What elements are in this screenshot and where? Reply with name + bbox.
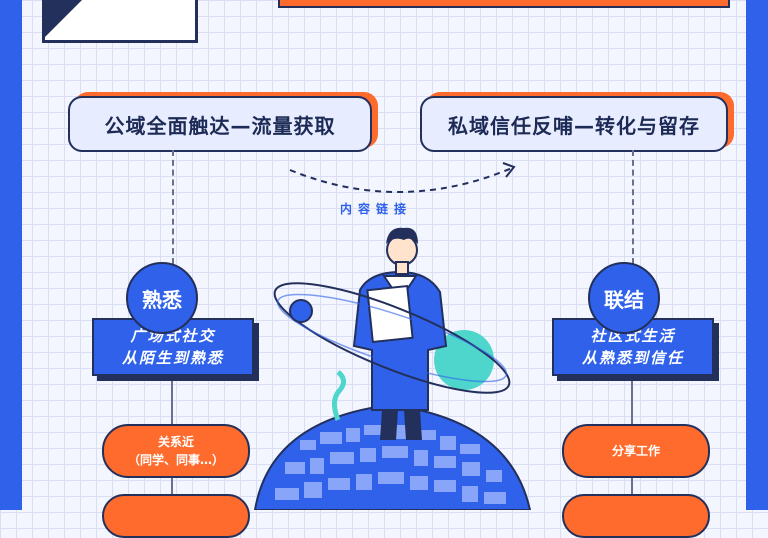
corner-fold (42, 0, 82, 40)
public-domain-header: 公域全面触达—流量获取 (68, 96, 372, 152)
community-life-box: 社区式生活 从熟悉到信任 (552, 318, 714, 376)
right-connector-pill (631, 476, 633, 496)
arrow-head-icon (502, 162, 516, 178)
right-connector-bottom (631, 376, 633, 426)
right-frame-bar (746, 0, 768, 510)
top-strip (278, 0, 730, 8)
familiar-tag: 熟悉 (126, 262, 198, 334)
square-social-line2: 从陌生到熟悉 (121, 349, 224, 367)
share-work-label: 分享工作 (611, 444, 660, 458)
right-connector-top (632, 150, 634, 264)
teal-planet (434, 330, 494, 390)
left-frame-bar (0, 0, 22, 510)
orbit-ring-inner (276, 293, 508, 383)
close-relation-line2: （同学、同事…） (127, 453, 224, 467)
blue-planet (289, 299, 313, 323)
private-domain-header: 私域信任反哺—转化与留存 (420, 96, 728, 152)
connection-tag: 联结 (588, 262, 660, 334)
orbit-ring (273, 282, 511, 394)
person-figure (352, 227, 448, 440)
community-life-line2: 从熟悉到信任 (581, 349, 684, 367)
close-relation-line1: 关系近 (157, 435, 194, 449)
left-connector-pill (171, 476, 173, 496)
content-link-arc (289, 167, 513, 193)
right-pill-2 (562, 494, 710, 538)
share-work-pill: 分享工作 (562, 424, 710, 478)
close-relation-pill: 关系近 （同学、同事…） (102, 424, 250, 478)
plant-decoration (332, 370, 346, 421)
content-link-label: 内容链接 (340, 202, 413, 216)
left-pill-2 (102, 494, 250, 538)
illustration (253, 162, 532, 510)
left-connector-top (172, 150, 174, 264)
left-connector-bottom (171, 376, 173, 426)
